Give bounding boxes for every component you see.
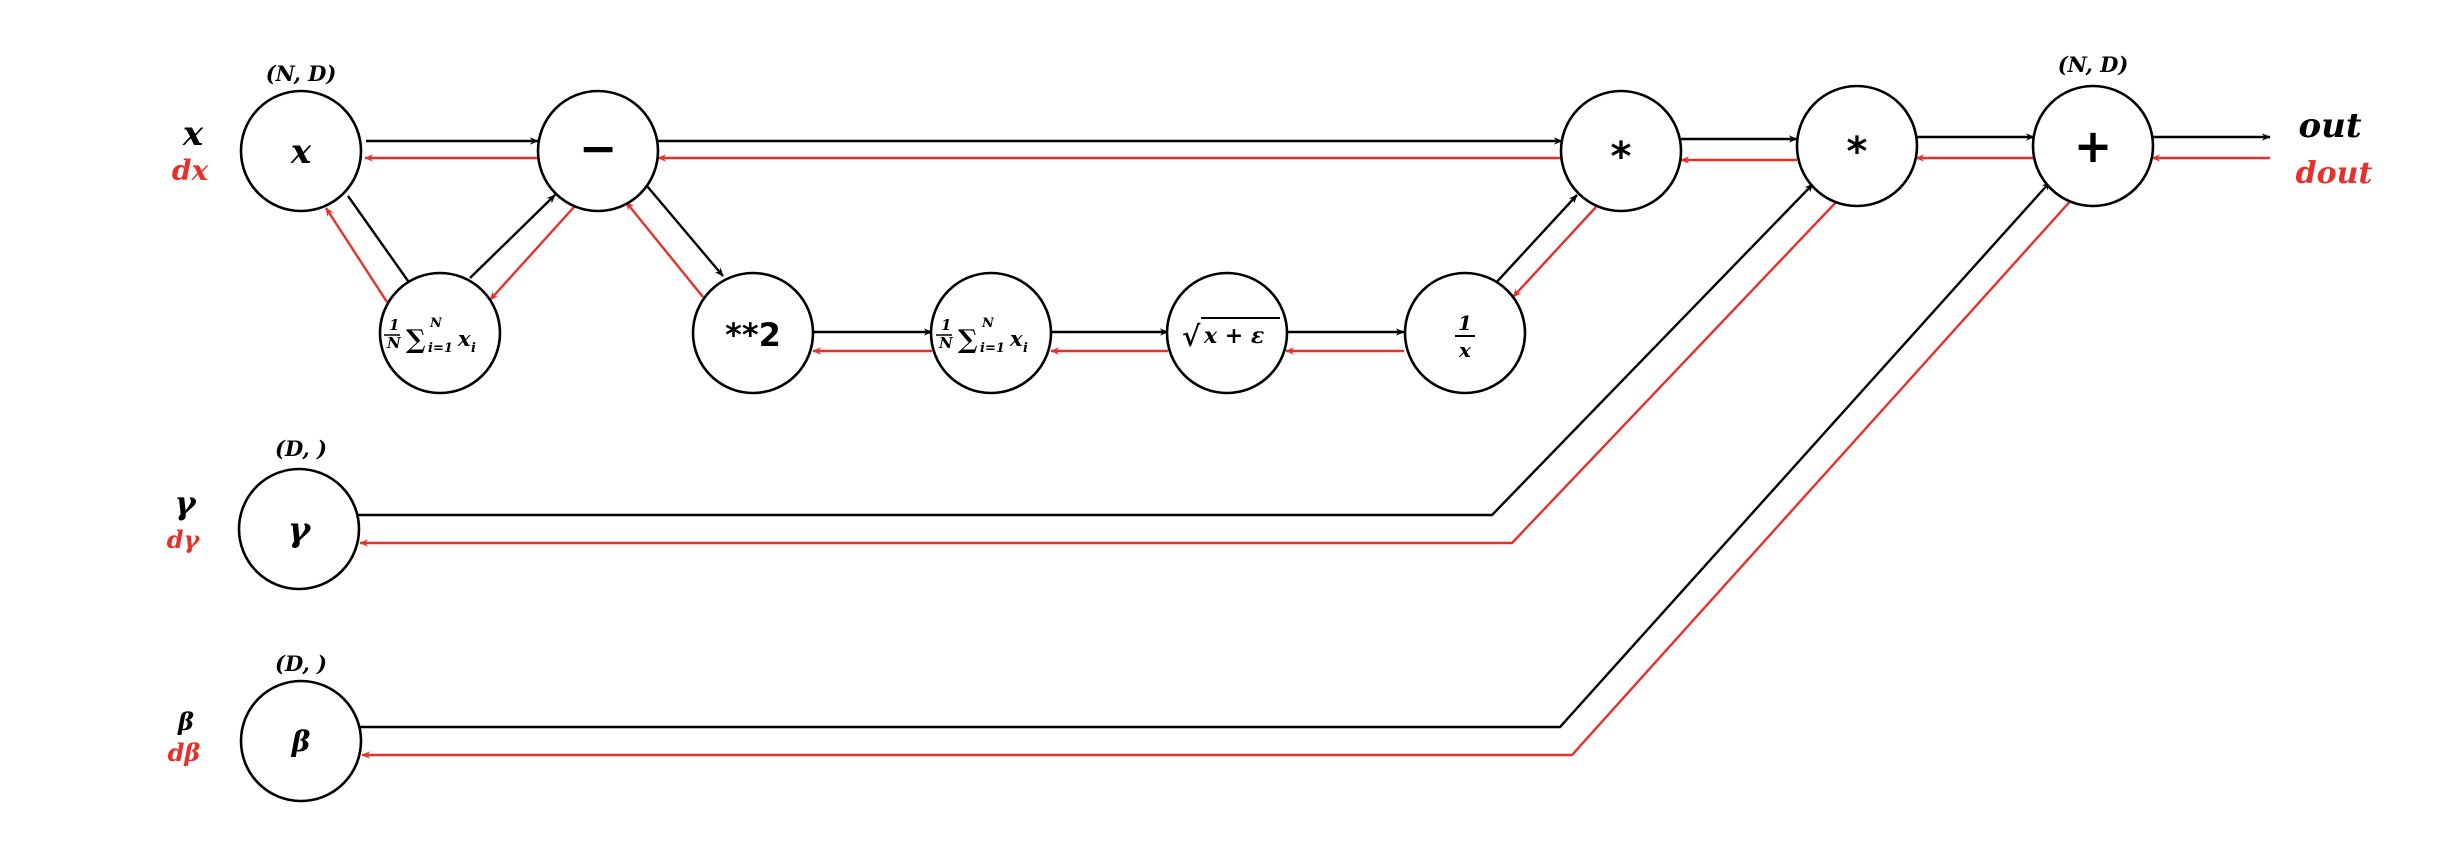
node-mean2: 1 N ∑ N i=1 x i (929, 271, 1053, 395)
mean2-term: x (1009, 326, 1023, 351)
edge-beta-to-plus (360, 181, 2051, 729)
input-dx-label: dx (172, 154, 209, 187)
mean2-formula: 1 N (938, 316, 957, 352)
edge-mean1-to-minus (469, 194, 556, 279)
plus-symbol: + (2074, 119, 2113, 173)
input-gamma-label: γ (174, 484, 197, 522)
node-mul2: * (1795, 84, 1919, 208)
x-shape-label: (N, D) (266, 61, 337, 86)
grad-minus-to-mean1 (489, 206, 575, 301)
backward-edges (324, 154, 2270, 759)
beta-shape-label: (D, ) (275, 651, 327, 676)
grad-mul2-to-gamma (359, 197, 1841, 547)
node-beta-label: β (291, 725, 311, 758)
forward-edges (347, 133, 2271, 729)
edge-gamma-to-mul2 (356, 183, 1814, 517)
inverse-denominator: x (1458, 338, 1472, 362)
mean1-sup: N (429, 316, 443, 331)
mean2-sup: N (981, 316, 995, 331)
mul1-symbol: * (1611, 134, 1632, 180)
node-minus: − (536, 89, 660, 213)
edge-inv-to-mul1 (1492, 194, 1578, 287)
grad-mean1-to-x (324, 207, 389, 303)
inverse-numerator: 1 (1458, 311, 1472, 335)
node-inverse: 1 x (1403, 271, 1527, 395)
minus-symbol: − (579, 121, 618, 175)
mean2-term-sub: i (1023, 341, 1028, 356)
mean1-term: x (457, 326, 471, 351)
input-x-label: x (182, 114, 204, 154)
mean1-sum-symbol: ∑ (406, 325, 426, 355)
node-plus: + (2031, 84, 2155, 208)
mul2-symbol: * (1847, 129, 1868, 175)
input-dbeta-label: dβ (168, 738, 201, 767)
grad-square-to-minus (625, 201, 704, 298)
output-out-label: out (2298, 106, 2361, 146)
node-gamma-label: γ (288, 510, 312, 550)
node-x-label: x (290, 132, 312, 172)
mean1-formula: 1 N (386, 316, 405, 352)
input-dgamma-label: dγ (167, 525, 201, 554)
gamma-shape-label: (D, ) (275, 436, 327, 461)
grad-plus-to-beta (361, 196, 2075, 759)
grad-mul1-to-inv (1512, 206, 1597, 298)
node-beta: β (239, 679, 363, 803)
node-sqrt: √ x + ε (1165, 271, 1289, 395)
node-x: x (239, 89, 363, 213)
mean1-sub: i=1 (428, 341, 453, 356)
edge-minus-to-square (646, 185, 724, 277)
node-gamma: γ (237, 467, 361, 591)
output-dout-label: dout (2296, 156, 2373, 191)
sqrt-radical: √ (1182, 320, 1201, 353)
node-square: **2 (691, 271, 815, 395)
edge-x-to-mean1 (347, 195, 414, 289)
square-label: **2 (725, 316, 781, 354)
sqrt-expression: x + ε (1203, 323, 1264, 349)
node-mean1: 1 N ∑ N i=1 x i (378, 271, 502, 395)
mean2-sum-symbol: ∑ (958, 325, 978, 355)
node-mul1: * (1559, 89, 1683, 213)
mean1-term-sub: i (471, 341, 476, 356)
out-shape-label: (N, D) (2058, 52, 2129, 77)
mean2-sub: i=1 (980, 341, 1005, 356)
input-beta-label: β (177, 707, 194, 736)
